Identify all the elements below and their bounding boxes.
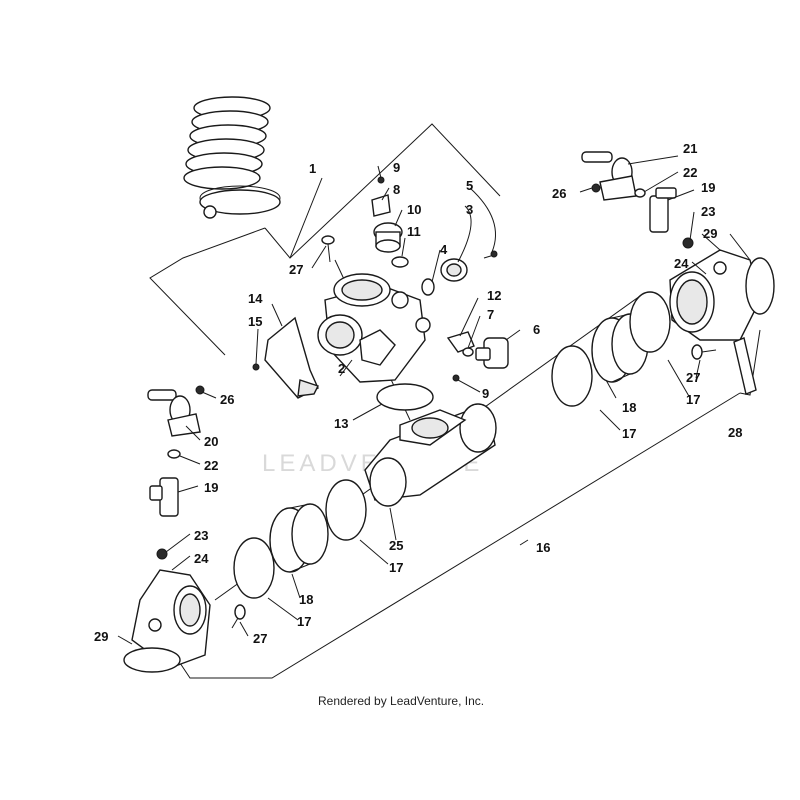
sensor-3 (440, 258, 468, 282)
bracket-28 (733, 337, 757, 395)
callout-28: 28 (728, 425, 742, 440)
callout-9-top: 9 (393, 160, 400, 175)
callout-7: 7 (487, 307, 494, 322)
rubber-boot-hose (183, 96, 281, 219)
injector-19-left (149, 477, 179, 517)
callout-23-left: 23 (194, 528, 208, 543)
callout-19-left: 19 (204, 480, 218, 495)
washer-22-right (634, 188, 646, 198)
render-credit: Rendered by LeadVenture, Inc. (318, 694, 484, 708)
callout-29-left: 29 (94, 629, 108, 644)
intake-manifold (364, 403, 497, 507)
intake-adapter-24-right (669, 249, 761, 341)
cover-14 (264, 316, 319, 399)
callout-14: 14 (248, 291, 263, 306)
assembly-bracket-16 (177, 329, 761, 679)
callout-25: 25 (389, 538, 403, 553)
callout-20: 20 (204, 434, 218, 449)
callout-8: 8 (393, 182, 400, 197)
callout-labels: 1 2 3 4 5 6 7 8 9 9 10 11 12 13 14 15 16… (94, 141, 742, 646)
sensor-6 (475, 337, 509, 369)
callout-9-lower: 9 (482, 386, 489, 401)
callout-22-right: 22 (683, 165, 697, 180)
fuel-fitting-20 (147, 389, 201, 437)
bolt-27-top (321, 235, 335, 263)
o-ring-4 (421, 278, 435, 296)
bolt-27-lower (231, 604, 246, 629)
o-ring-29-left (123, 647, 181, 673)
callout-18-right: 18 (622, 400, 636, 415)
screw-15 (252, 363, 260, 371)
assembly-bracket-1 (149, 123, 501, 356)
callout-11: 11 (407, 224, 421, 239)
seal-23-left (156, 548, 168, 560)
sensor-10 (373, 222, 403, 253)
screw-5 (483, 250, 498, 259)
fuel-fitting-21 (581, 151, 637, 201)
callout-23-right: 23 (701, 204, 715, 219)
callout-1: 1 (309, 161, 316, 176)
callout-19-right: 19 (701, 180, 715, 195)
seal-23-right (682, 237, 694, 249)
clamp-17-right-outer (629, 291, 671, 353)
bolt-27-right (691, 344, 717, 360)
bracket-8 (371, 194, 391, 217)
callout-27-top: 27 (289, 262, 303, 277)
callout-2: 2 (338, 361, 345, 376)
screw-9-lower (452, 374, 460, 382)
callout-21: 21 (683, 141, 697, 156)
callout-17-right-outer: 17 (686, 392, 700, 407)
callout-17-left-outer: 17 (297, 614, 311, 629)
callout-26-right: 26 (552, 186, 566, 201)
screw-26-right (591, 183, 601, 193)
callout-29-right: 29 (703, 226, 717, 241)
leader-lines (117, 155, 751, 645)
callout-3: 3 (466, 202, 473, 217)
o-ring-11 (391, 256, 409, 268)
callout-18-left: 18 (299, 592, 313, 607)
o-ring-29-right (745, 257, 775, 315)
intake-adapter-24-left (131, 569, 211, 669)
washer-7 (462, 347, 474, 357)
clamp-17-left-inner (325, 479, 367, 541)
callout-5: 5 (466, 178, 473, 193)
injector-19-right (649, 187, 677, 233)
callout-27-right: 27 (686, 370, 700, 385)
callout-24-left: 24 (194, 551, 209, 566)
o-ring-13 (376, 383, 434, 411)
clamp-17-right-inner (551, 345, 593, 407)
callout-22-left: 22 (204, 458, 218, 473)
washer-22-left (167, 449, 181, 459)
callout-17-right-inner: 17 (622, 426, 636, 441)
callout-24-right: 24 (674, 256, 689, 271)
callout-27-lower: 27 (253, 631, 267, 646)
callout-16: 16 (536, 540, 550, 555)
callout-13: 13 (334, 416, 348, 431)
throttle-body (317, 273, 431, 383)
callout-26-left: 26 (220, 392, 234, 407)
clamp-17-left-outer (233, 537, 275, 599)
callout-6: 6 (533, 322, 540, 337)
callout-15: 15 (248, 314, 262, 329)
callout-17-left-inner: 17 (389, 560, 403, 575)
callout-10: 10 (407, 202, 421, 217)
callout-4: 4 (440, 242, 448, 257)
callout-12: 12 (487, 288, 501, 303)
coupler-18-left (269, 503, 329, 573)
